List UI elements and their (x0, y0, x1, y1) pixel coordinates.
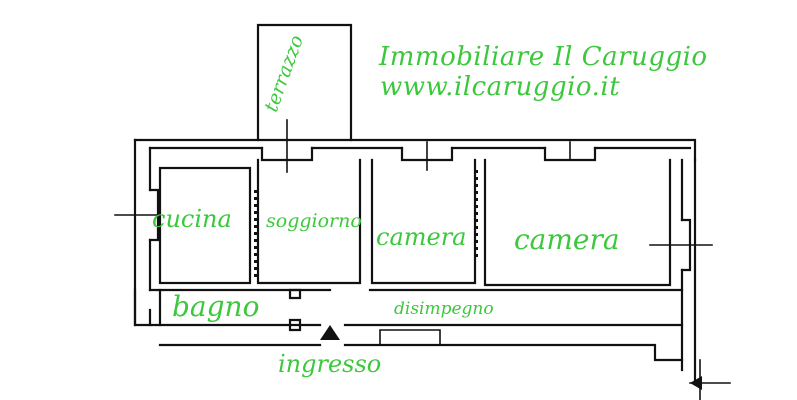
window-recess-1 (260, 146, 314, 162)
left-window-frame (148, 188, 160, 242)
entrance-jamb (288, 318, 302, 332)
entrance-step (379, 329, 441, 346)
outer-wall-top (133, 138, 697, 162)
room-label-soggiorno: soggiorno (266, 210, 362, 232)
corridor-jamb (288, 288, 302, 300)
camera-small-room (370, 158, 477, 285)
soggiorno-room (256, 158, 362, 285)
cucina-room (158, 166, 252, 285)
camera-large-room (483, 158, 672, 287)
room-label-camera-small: camera (376, 223, 467, 251)
room-label-cucina: cucina (152, 205, 232, 233)
room-label-ingresso: ingresso (278, 350, 382, 378)
agency-name: Immobiliare Il Caruggio (379, 42, 708, 72)
bottom-wall (158, 343, 684, 362)
room-label-camera-large: camera (514, 223, 620, 256)
terrazzo-outline (256, 23, 353, 142)
entrance-arrow (320, 325, 340, 340)
section-arrowhead (690, 376, 702, 390)
room-label-bagno: bagno (172, 290, 260, 323)
agency-website: www.ilcaruggio.it (380, 72, 621, 102)
bagno-wall (133, 288, 162, 327)
room-label-disimpegno: disimpegno (394, 299, 494, 319)
